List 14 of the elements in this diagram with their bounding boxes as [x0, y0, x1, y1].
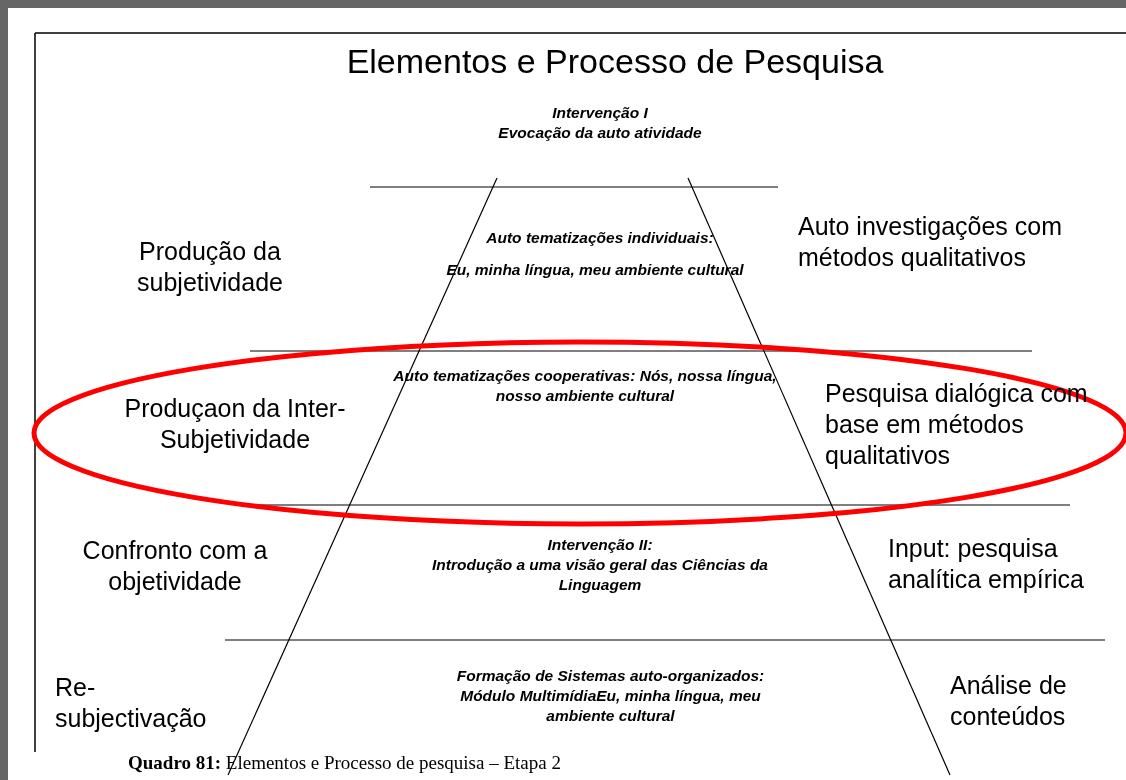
- row-label: Auto investigações com métodos qualitativos: [798, 211, 1064, 273]
- row-label: Análise de conteúdos: [950, 670, 1068, 732]
- row-label: Confronto com a objetividade: [81, 535, 269, 597]
- section-heading: Intervenção I: [551, 103, 649, 123]
- row-label: Produção da subjetividade: [136, 236, 284, 298]
- section-text: Introdução a uma visão geral das Ciências da Linguagem: [431, 555, 769, 595]
- diagram-title: Elementos e Processo de Pesquisa: [345, 42, 885, 81]
- row-label: Input: pesquisa analítica empírica: [888, 533, 1085, 595]
- section-text: Formação de Sistemas auto-organizados: Módulo MultimídiaEu, minha língua, meu ambiente cultural: [455, 666, 766, 726]
- section-text: Evocação da auto atividade: [497, 123, 703, 143]
- row-label: Produçaon da Inter-Subjetividade: [123, 393, 347, 455]
- section-heading: Intervenção II:: [546, 535, 654, 555]
- section-heading: Auto tematizações individuais:: [485, 228, 715, 248]
- row-label: Re-subjectivação: [55, 672, 208, 734]
